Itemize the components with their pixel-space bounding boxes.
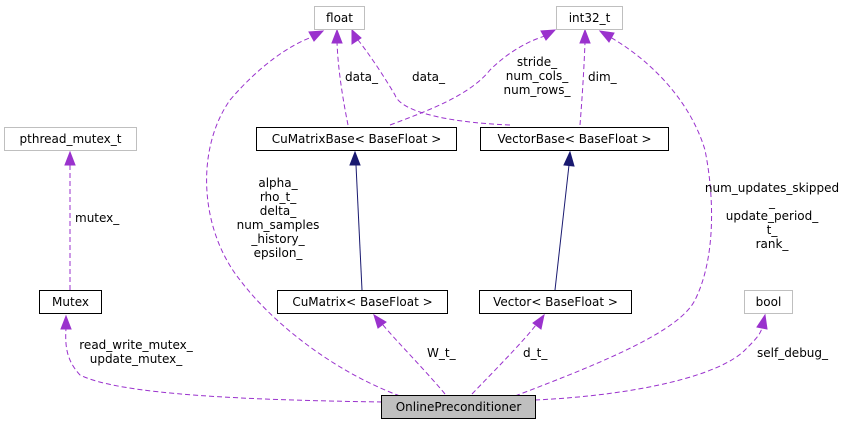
edge-op-cumatrix [373, 313, 446, 395]
edge-label-num-rows: num_rows_ [504, 83, 572, 97]
edge-label-num-updates-skipped: num_updates_skipped [705, 181, 839, 195]
edge-label-num-samples: num_samples [237, 218, 320, 232]
node-cumatrixbase-label: CuMatrixBase< BaseFloat > [272, 132, 442, 146]
edge-label-cmb-int32: stride_ num_cols_ num_rows_ [504, 55, 572, 97]
edge-label-num-cols: num_cols_ [506, 69, 569, 83]
node-vector-label: Vector< BaseFloat > [493, 295, 618, 309]
node-vectorbase[interactable]: VectorBase< BaseFloat > [480, 127, 669, 151]
node-pthread-mutex[interactable]: pthread_mutex_t [4, 127, 137, 151]
edge-vectorbase-float [351, 28, 511, 126]
edge-vector-vectorbase [554, 150, 575, 291]
edge-vectorbase-int32 [579, 28, 591, 126]
edge-label-rho-t: rho_t_ [260, 190, 297, 204]
node-float-label: float [326, 11, 353, 25]
edge-label-rank: rank_ [756, 237, 790, 251]
edge-label-read-write-mutex: read_write_mutex_ [79, 338, 193, 352]
edge-label-stride: stride_ [517, 55, 558, 69]
edge-label-op-float: alpha_ rho_t_ delta_ num_samples _histor… [237, 176, 320, 260]
edge-cumatrixbase-float [331, 28, 349, 126]
edge-op-int32 [514, 30, 713, 397]
edge-op-mutex [60, 314, 383, 403]
edge-label-epsilon: epsilon_ [254, 246, 304, 260]
edge-label-mutex-pthread: mutex_ [75, 211, 120, 225]
node-float[interactable]: float [314, 6, 365, 30]
node-pthread-mutex-label: pthread_mutex_t [20, 132, 122, 146]
node-cumatrix-label: CuMatrix< BaseFloat > [292, 295, 432, 309]
edge-op-float [206, 30, 401, 397]
edge-label-t: t_ [767, 223, 779, 237]
node-bool[interactable]: bool [744, 290, 793, 314]
edge-cumatrixbase-int32 [389, 29, 557, 126]
edge-label-cmb-float: data_ [345, 70, 379, 84]
node-int32-label: int32_t [569, 11, 611, 25]
node-cumatrixbase[interactable]: CuMatrixBase< BaseFloat > [256, 127, 457, 151]
node-int32[interactable]: int32_t [556, 6, 623, 30]
edge-label-vb-int32: dim_ [588, 70, 618, 84]
edge-label-op-cumatrix: W_t_ [427, 346, 457, 360]
node-onlinepreconditioner[interactable]: OnlinePreconditioner [381, 395, 536, 419]
edge-label-underscore: _ [768, 195, 776, 209]
edge-mutex-pthread [64, 150, 76, 290]
edge-op-bool [534, 313, 768, 401]
edge-label-op-vector: d_t_ [523, 346, 548, 360]
node-onlinepreconditioner-label: OnlinePreconditioner [396, 400, 522, 414]
node-mutex[interactable]: Mutex [39, 290, 102, 314]
edge-label-update-mutex: update_mutex_ [90, 352, 184, 366]
edge-label-op-mutex: read_write_mutex_ update_mutex_ [79, 338, 193, 366]
edge-label-history: _history_ [250, 232, 305, 246]
node-bool-label: bool [756, 295, 782, 309]
node-vectorbase-label: VectorBase< BaseFloat > [497, 132, 651, 146]
node-vector[interactable]: Vector< BaseFloat > [479, 290, 632, 314]
edge-label-vb-float: data_ [412, 70, 446, 84]
edge-label-op-int32: num_updates_skipped _ update_period_ t_ … [705, 181, 839, 251]
edge-label-delta: delta_ [260, 204, 297, 218]
edge-cumatrix-cumatrixbase [349, 150, 363, 291]
edge-op-vector [471, 313, 545, 395]
edge-label-alpha: alpha_ [258, 176, 298, 190]
edge-label-update-period: update_period_ [726, 209, 820, 223]
edge-label-op-bool: self_debug_ [757, 346, 829, 360]
node-cumatrix[interactable]: CuMatrix< BaseFloat > [277, 290, 448, 314]
node-mutex-label: Mutex [52, 295, 89, 309]
